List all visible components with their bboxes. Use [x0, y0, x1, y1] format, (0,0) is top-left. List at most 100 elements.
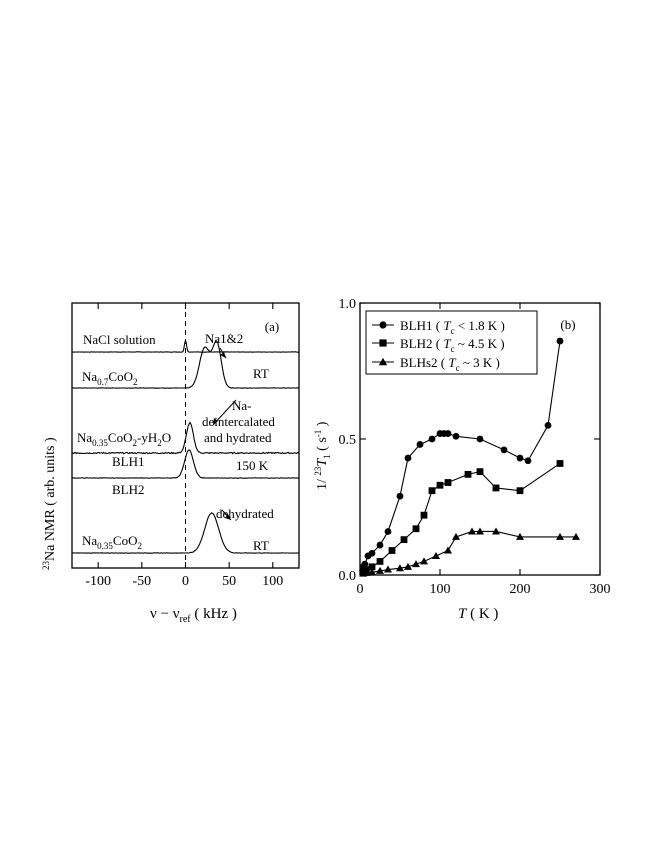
- data-point-circle: [384, 528, 392, 535]
- panel-a-x-axis-label: ν − νref ( kHz ): [150, 606, 237, 625]
- panel-b-label: (b): [560, 317, 575, 332]
- data-point-triangle: [368, 568, 376, 576]
- label-na-deint-1: Na-: [232, 398, 252, 413]
- legend-box: [365, 310, 538, 375]
- data-point-triangle: [468, 527, 476, 535]
- data-point-circle: [368, 549, 376, 557]
- data-point-triangle: [444, 546, 452, 554]
- panel-b-x-tick-label: 300: [590, 582, 611, 597]
- data-point-triangle: [432, 551, 440, 559]
- data-point-circle: [379, 321, 387, 329]
- data-point-triangle: [378, 357, 388, 366]
- label-na07coo2: Na0.7CoO2: [82, 369, 137, 387]
- label-na-deint-3: and hydrated: [204, 430, 272, 445]
- data-point-circle: [544, 422, 552, 429]
- label-na035coo2: Na0.35CoO2: [82, 533, 142, 551]
- legend-label: BLH1 ( Tc < 1.8 K ): [400, 318, 505, 336]
- legend-label: BLHs2 ( Tc ~ 3 K ): [400, 355, 500, 373]
- panel-b-x-axis-label: T ( K ): [458, 606, 498, 622]
- legend-item-blhs2: BLHs2 ( Tc ~ 3 K ): [372, 355, 500, 373]
- data-point-triangle: [404, 562, 412, 570]
- series-line: [362, 463, 561, 573]
- data-point-triangle: [376, 566, 384, 574]
- data-point-circle: [556, 337, 564, 345]
- data-point-triangle: [396, 564, 404, 572]
- data-point-square: [400, 536, 408, 544]
- data-point-triangle: [452, 532, 460, 540]
- spectrum-line: [71, 421, 300, 455]
- series-blh1: [359, 337, 564, 571]
- spectrum-line: [71, 449, 300, 479]
- data-point-square: [388, 547, 396, 554]
- panel-b-x-tick-label: 0: [357, 582, 364, 597]
- label-na1-and-2: Na1&2: [205, 331, 243, 346]
- data-point-circle: [516, 454, 524, 462]
- label-rt-top: RT: [253, 366, 269, 381]
- label-dehydrated: dehydrated: [216, 506, 274, 521]
- panel-a-x-tick-label: 50: [222, 574, 236, 589]
- legend: BLH1 ( Tc < 1.8 K )BLH2 ( Tc ~ 4.5 K )BL…: [365, 310, 538, 375]
- panel-b-y-axis-label: 1/ 23T1 ( s-1 ): [313, 421, 332, 490]
- label-blh1: BLH1: [112, 454, 145, 469]
- panel-a-x-tick-label: 0: [182, 574, 189, 589]
- label-na035coo2-yh2o: Na0.35CoO2-yH2O: [77, 430, 171, 448]
- data-point-circle: [404, 454, 412, 462]
- data-point-circle: [452, 432, 460, 440]
- data-point-triangle: [516, 532, 524, 540]
- panel-a-label: (a): [265, 319, 279, 334]
- data-point-triangle: [556, 532, 564, 540]
- panel-a-x-tick-label: -100: [85, 574, 111, 589]
- data-point-circle: [361, 560, 369, 568]
- data-point-square: [379, 339, 387, 347]
- data-point-triangle: [384, 565, 392, 573]
- panel-a-spectra: [71, 340, 300, 554]
- legend-item-blh2: BLH2 ( Tc ~ 4.5 K ): [372, 336, 505, 354]
- panel-a-y-axis-label: 23Na NMR ( arb. units ): [41, 437, 58, 570]
- data-point-triangle: [420, 557, 428, 565]
- series-blh2: [359, 460, 564, 576]
- data-point-triangle: [492, 527, 500, 535]
- data-point-square: [428, 487, 436, 495]
- data-point-square: [476, 468, 484, 476]
- panel-b-series: [359, 337, 580, 577]
- arrow-deintercalated: [212, 399, 237, 426]
- data-point-triangle: [362, 568, 371, 576]
- arrow-dehydrated: [221, 509, 232, 521]
- panel-b-y-tick-label: 1.0: [339, 297, 357, 312]
- data-point-square: [412, 525, 420, 533]
- panel-b-y-tick-label: 0.0: [339, 569, 357, 584]
- spectrum-line: [71, 340, 299, 389]
- data-point-circle: [416, 441, 424, 448]
- legend-items: BLH1 ( Tc < 1.8 K )BLH2 ( Tc ~ 4.5 K )BL…: [372, 318, 505, 373]
- panel-a-x-tick-label: 100: [262, 574, 283, 589]
- data-point-square: [436, 481, 444, 489]
- panel-b-x-tick-label: 100: [430, 582, 451, 597]
- label-na-deint-2: deintercalated: [202, 414, 275, 429]
- data-point-circle: [428, 435, 436, 443]
- series-line: [362, 341, 561, 568]
- data-point-circle: [524, 457, 532, 465]
- spectrum-line: [72, 340, 300, 353]
- data-point-triangle: [412, 560, 420, 568]
- data-point-square: [444, 479, 452, 486]
- data-point-circle: [500, 446, 508, 454]
- arrow-na12: [219, 347, 227, 359]
- data-point-square: [368, 563, 376, 571]
- data-point-triangle: [476, 527, 484, 535]
- label-150k: 150 K: [236, 458, 269, 473]
- data-point-circle: [376, 541, 384, 549]
- data-point-circle: [396, 492, 404, 500]
- data-point-square: [376, 558, 384, 565]
- data-point-triangle: [572, 532, 580, 540]
- legend-label: BLH2 ( Tc ~ 4.5 K ): [400, 336, 505, 354]
- legend-item-blh1: BLH1 ( Tc < 1.8 K ): [372, 318, 505, 336]
- data-point-circle: [476, 435, 484, 443]
- data-point-square: [556, 460, 564, 467]
- panel-a-x-tick-label: -50: [133, 574, 152, 589]
- label-blh2: BLH2: [112, 482, 145, 497]
- panel-b-y-tick-label: 0.5: [339, 433, 357, 448]
